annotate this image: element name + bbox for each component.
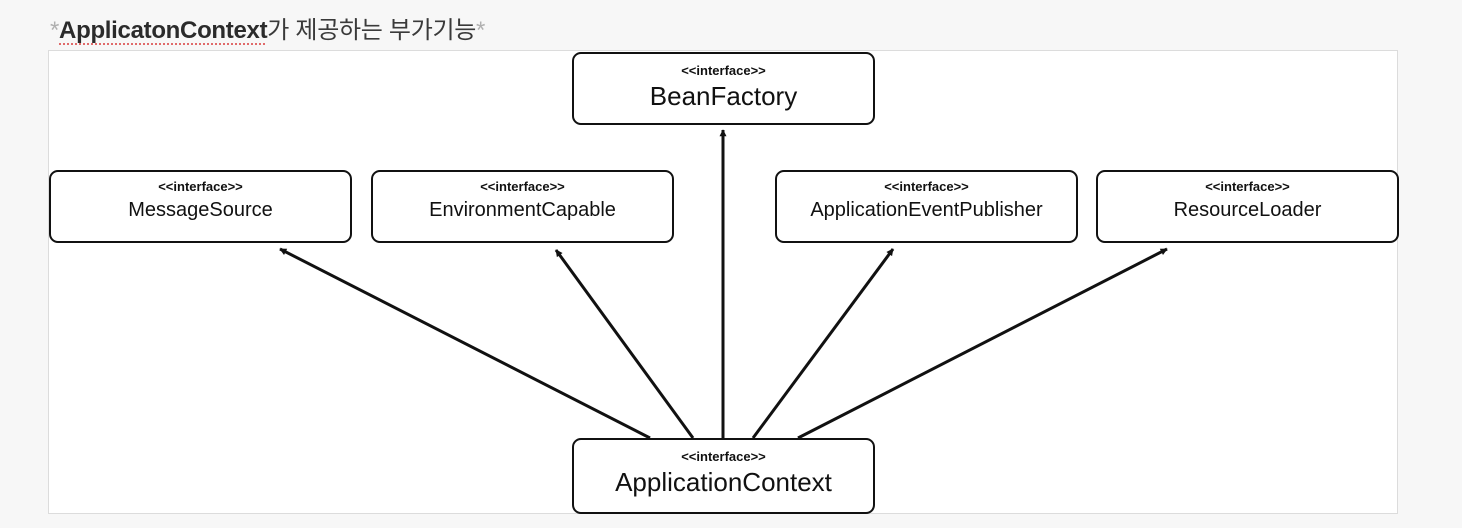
node-bean-factory: <<interface>> BeanFactory: [572, 52, 875, 125]
arrow-to-application-event-publisher: [751, 248, 895, 439]
node-resource-loader-stereotype: <<interface>>: [1205, 179, 1290, 194]
node-resource-loader: <<interface>> ResourceLoader: [1096, 170, 1399, 243]
node-bean-factory-name: BeanFactory: [649, 81, 798, 111]
node-environment-capable-name: EnvironmentCapable: [429, 199, 616, 221]
node-bean-factory-stereotype: <<interface>>: [681, 63, 766, 78]
node-application-context-stereotype: <<interface>>: [681, 449, 766, 464]
heading-lead-star: *: [50, 17, 60, 44]
arrow-to-resource-loader: [797, 247, 1168, 440]
node-application-event-publisher-name: ApplicationEventPublisher: [810, 199, 1043, 221]
node-application-context-name: ApplicationContext: [615, 467, 832, 497]
node-application-event-publisher-stereotype: <<interface>>: [884, 179, 969, 194]
node-message-source: <<interface>> MessageSource: [49, 170, 352, 243]
node-message-source-name: MessageSource: [128, 199, 273, 221]
heading-trail-star: *: [476, 17, 486, 44]
arrow-to-message-source: [279, 247, 651, 440]
arrow-to-environment-capable: [554, 249, 695, 439]
heading-bold-text: ApplicatonContext: [59, 17, 268, 44]
node-application-event-publisher: <<interface>> ApplicationEventPublisher: [775, 170, 1078, 243]
node-environment-capable: <<interface>> EnvironmentCapable: [371, 170, 674, 243]
node-resource-loader-name: ResourceLoader: [1173, 199, 1322, 221]
heading-rest-text: 가 제공하는 부가기능: [267, 17, 477, 44]
node-application-context: <<interface>> ApplicationContext: [572, 438, 875, 514]
node-environment-capable-stereotype: <<interface>>: [480, 179, 565, 194]
section-heading: *ApplicatonContext가 제공하는 부가기능*: [50, 10, 485, 45]
node-message-source-stereotype: <<interface>>: [158, 179, 243, 194]
